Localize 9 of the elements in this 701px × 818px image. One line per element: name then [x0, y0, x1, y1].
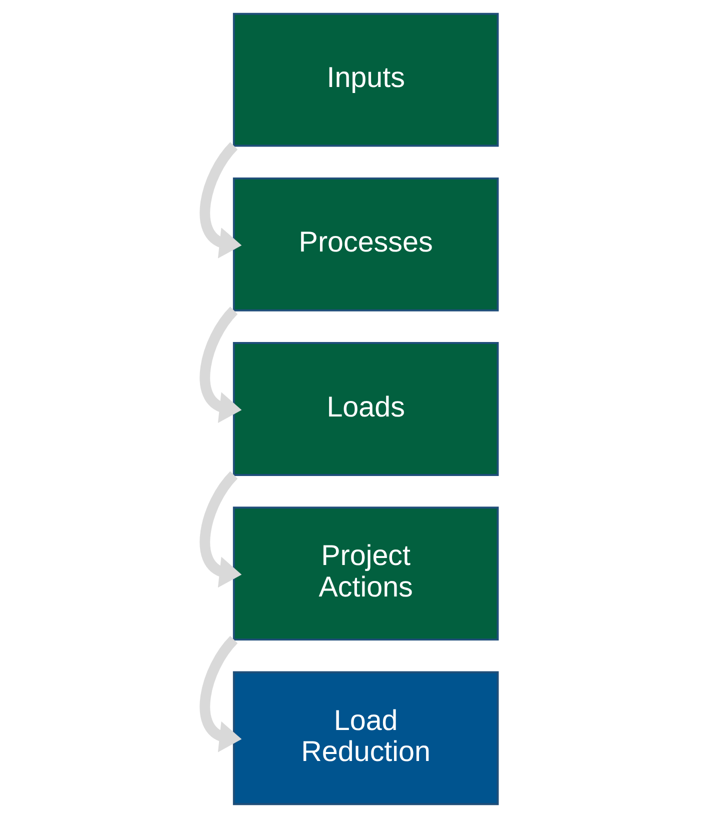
arrow — [199, 306, 242, 424]
node-box: Inputs — [232, 12, 498, 147]
node-box: Processes — [232, 177, 498, 312]
node-box: Loads — [232, 342, 498, 476]
arrow — [199, 142, 242, 258]
arrow — [199, 472, 242, 588]
node-box: Load Reduction — [232, 671, 498, 806]
arrow — [199, 636, 242, 752]
node-box: Project Actions — [232, 506, 498, 641]
